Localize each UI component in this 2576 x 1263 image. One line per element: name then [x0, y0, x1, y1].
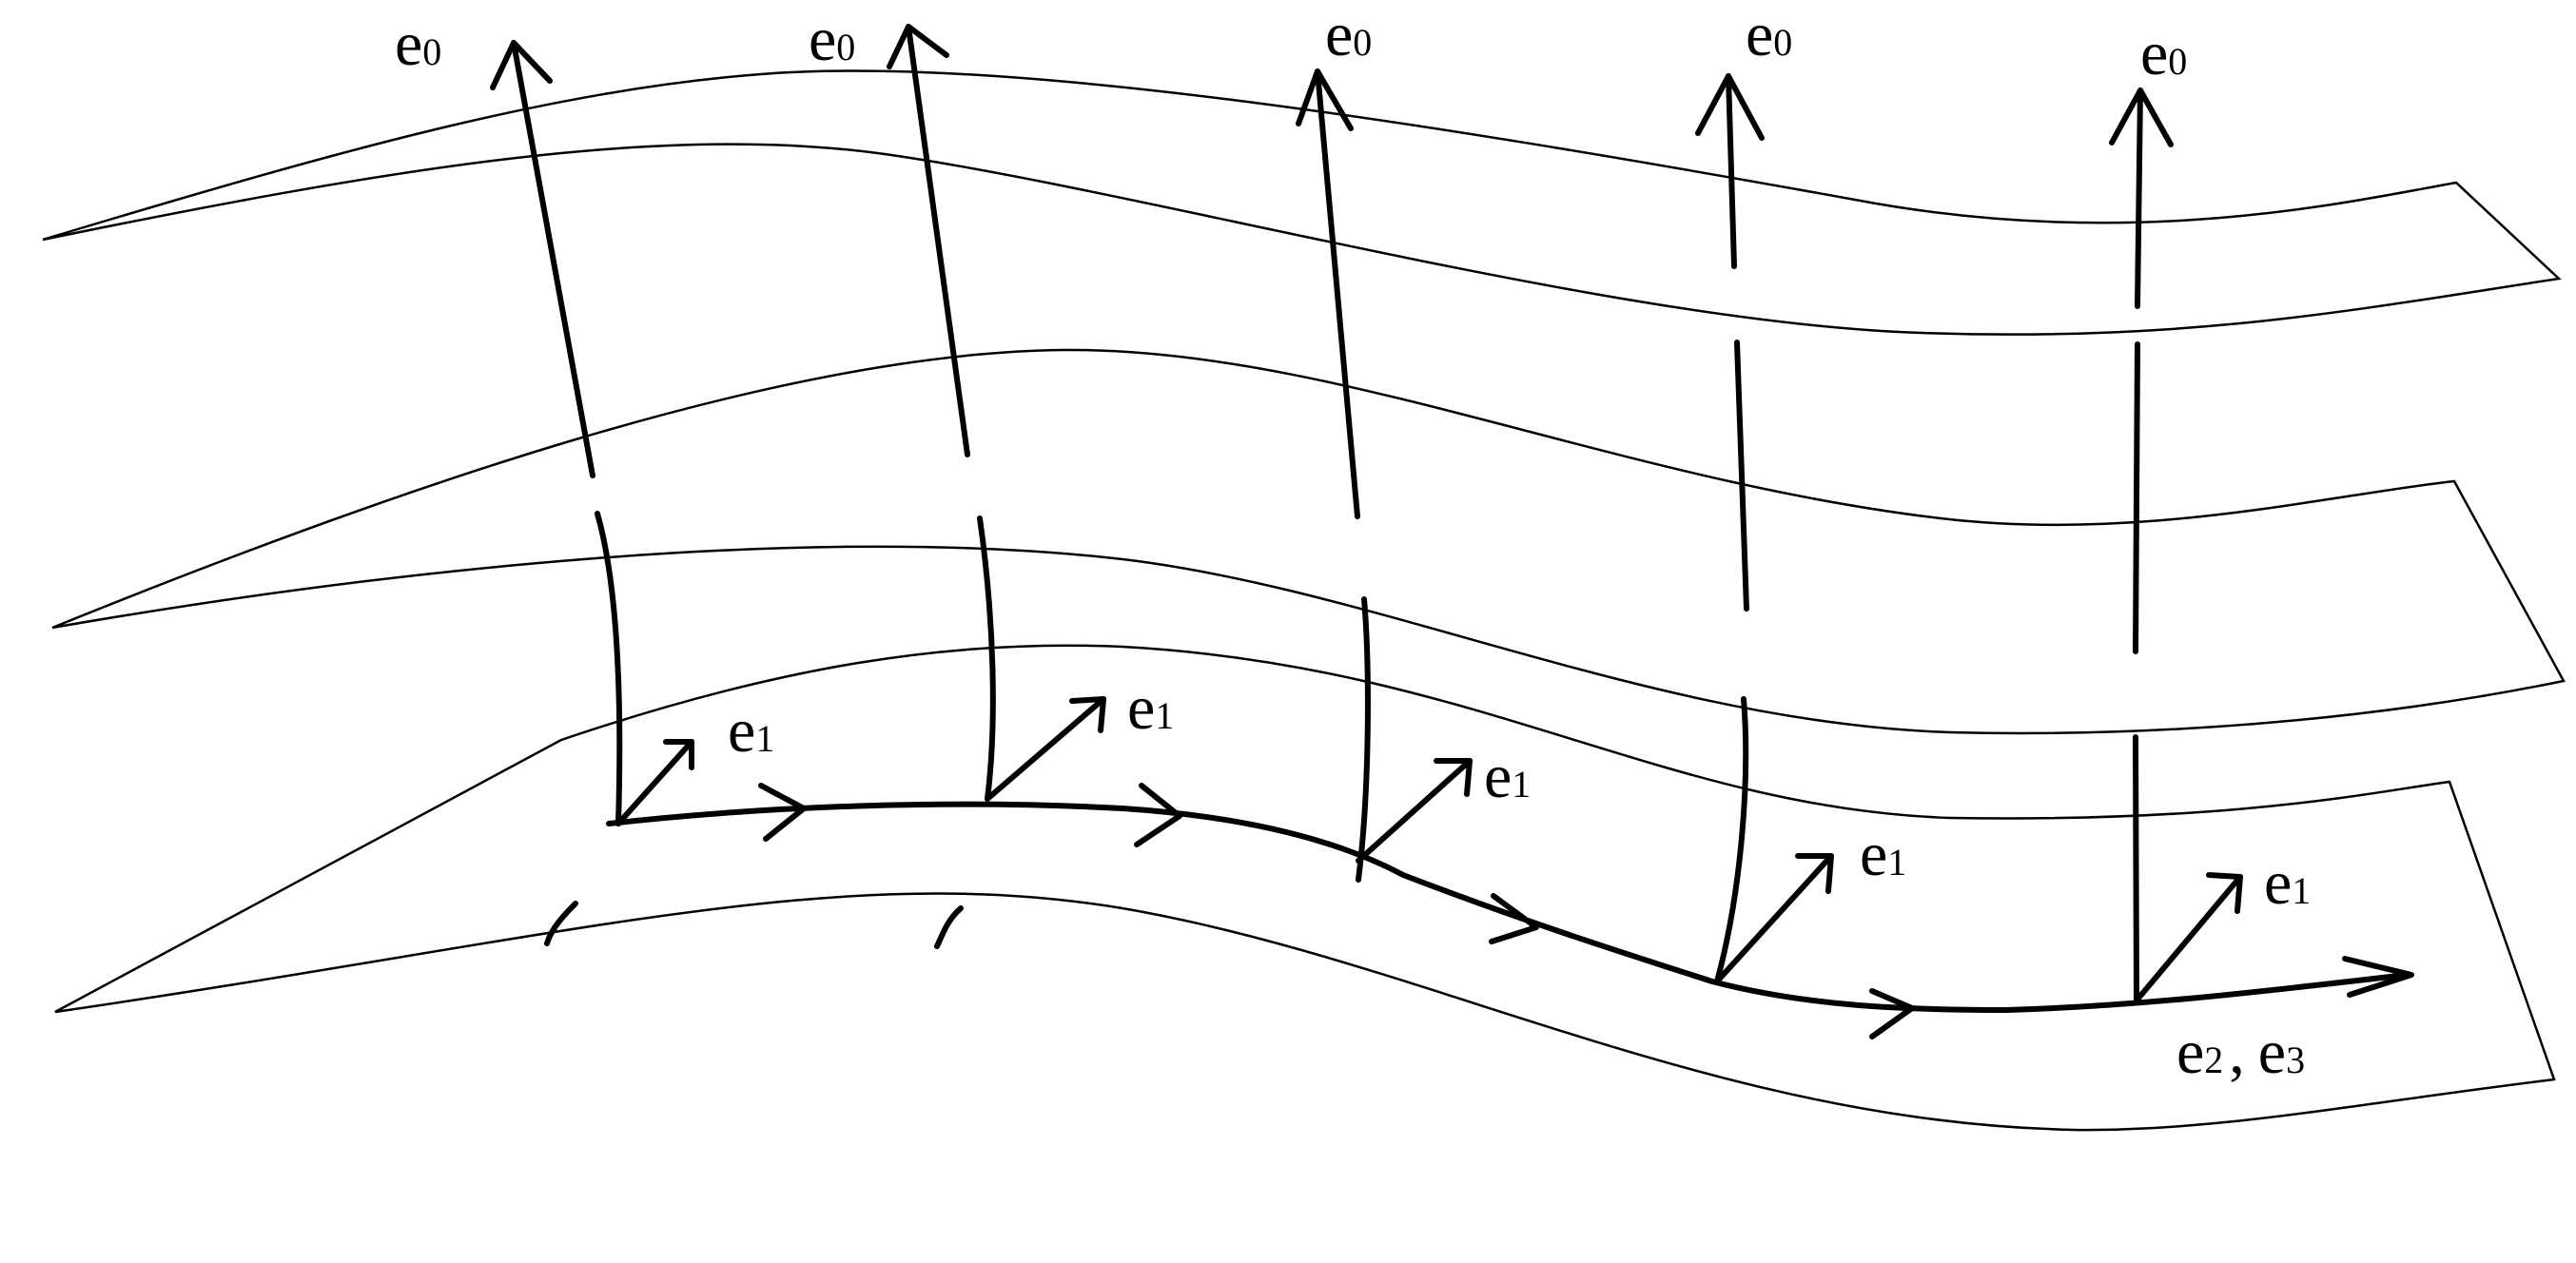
- bottom-sheet: [54, 644, 2556, 1132]
- label-e1-1: e1: [728, 696, 774, 766]
- label-e1-3: e1: [1484, 742, 1531, 811]
- e0-vector-3: [1296, 68, 1371, 883]
- label-e1-4: e1: [1860, 820, 1906, 889]
- top-sheet: [42, 69, 2562, 336]
- e1-vector-5: [2134, 872, 2243, 1003]
- e1-vector-4: [1714, 853, 1834, 984]
- base-curve: [606, 801, 2410, 1013]
- label-e0-5: e0: [2140, 19, 2187, 88]
- e1-vector-3: [1356, 758, 1473, 864]
- base-arrowhead: [2342, 956, 2414, 998]
- label-e1-5: e1: [2264, 848, 2311, 918]
- label-e0-3: e0: [1325, 0, 1372, 69]
- label-e0-4: e0: [1746, 0, 1792, 69]
- label-e2-e3: e2,e3: [2176, 1018, 2305, 1087]
- curve-fragment-2: [934, 905, 964, 949]
- label-e0-1: e0: [395, 10, 441, 79]
- label-e0-2: e0: [809, 5, 855, 74]
- e0-vector-2: [887, 24, 996, 802]
- e0-vector-5: [2109, 87, 2174, 1003]
- e1-vector-1: [615, 739, 694, 826]
- curve-chevrons: [758, 783, 1915, 1040]
- e0-vector-1: [490, 40, 623, 826]
- e1-vector-2: [985, 696, 1106, 802]
- curve-fragment-1: [544, 901, 578, 946]
- e0-vector-4: [1695, 73, 1765, 984]
- label-e1-2: e1: [1127, 673, 1174, 743]
- middle-sheet: [51, 348, 2566, 735]
